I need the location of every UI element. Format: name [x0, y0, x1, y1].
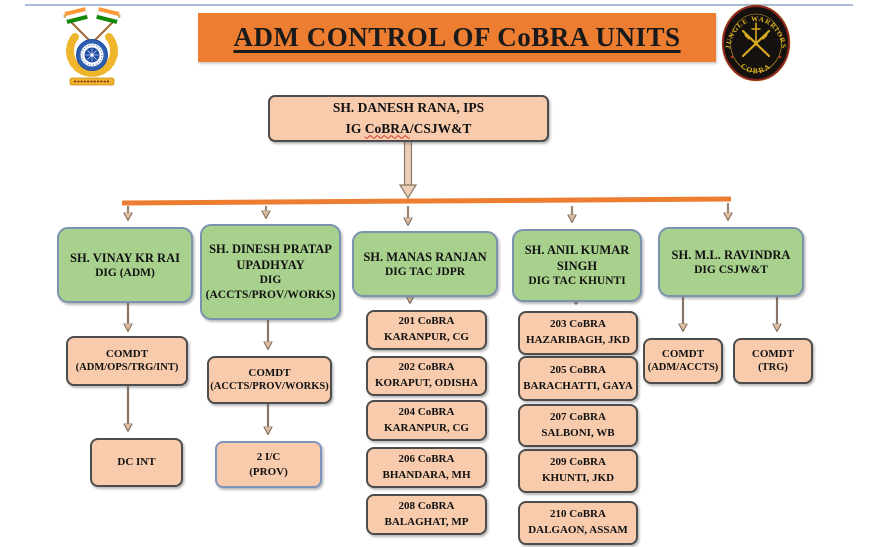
- badge-bottom-text: COBRA: [739, 61, 771, 75]
- unit-box-201: 201 CoBRA KARANPUR, CG: [366, 310, 487, 350]
- unit-box-206: 206 CoBRA BHANDARA, MH: [366, 447, 487, 488]
- comdt-adm-accts-box: COMDT (ADM/ACCTS): [643, 338, 723, 384]
- unit-box-208: 208 CoBRA BALAGHAT, MP: [366, 494, 487, 535]
- svg-text:COBRA: COBRA: [739, 61, 773, 75]
- crossed-rifles-icon: [741, 22, 771, 58]
- unit-box-210: 210 CoBRA DALGAON, ASSAM: [518, 501, 638, 545]
- comdt-trg-box: COMDT (TRG): [733, 338, 813, 384]
- crossed-flags-icon: [63, 7, 121, 44]
- unit-box-205: 205 CoBRA BARACHATTI, GAYA: [518, 356, 638, 401]
- unit-box-204: 204 CoBRA KARANPUR, CG: [366, 400, 487, 441]
- cobra-badge-logo: JUNGLE WARRIORS COBRA: [721, 4, 791, 82]
- branch-head-vinay: SH. VINAY KR RAI DIG (ADM): [57, 227, 193, 303]
- root-role: IG CoBRA/CSJW&T: [345, 120, 472, 136]
- top-divider-line: [25, 4, 853, 6]
- title-banner: ADM CONTROL OF CoBRA UNITS: [198, 13, 716, 62]
- crpf-emblem-logo: [63, 7, 121, 86]
- unit-box-203: 203 CoBRA HAZARIBAGH, JKD: [518, 311, 638, 355]
- unit-box-207: 207 CoBRA SALBONI, WB: [518, 404, 638, 447]
- root-name: SH. DANESH RANA, IPS: [332, 99, 485, 115]
- 2ic-prov-box: 2 I/C (PROV): [215, 441, 322, 488]
- root-arrow: [398, 138, 418, 200]
- branch-head-ravindra: SH. M.L. RAVINDRA DIG CSJW&T: [658, 227, 804, 297]
- org-crossbar-line: [121, 196, 732, 206]
- dc-int-box: DC INT: [90, 438, 183, 487]
- page-title: ADM CONTROL OF CoBRA UNITS: [233, 22, 681, 52]
- chakra-disc-icon: [76, 39, 108, 71]
- branch-drop-arrows: [128, 203, 728, 225]
- wreath-icon: [66, 33, 118, 77]
- comdt-accts-prov-works-box: COMDT (ACCTS/PROV/WORKS): [207, 356, 332, 404]
- scroll-banner-icon: [69, 77, 115, 86]
- unit-box-202: 202 CoBRA KORAPUT, ODISHA: [366, 356, 487, 396]
- root-box: SH. DANESH RANA, IPS IG CoBRA/CSJW&T: [268, 95, 549, 142]
- branch-head-dinesh: SH. DINESH PRATAP UPADHYAY DIG (ACCTS/PR…: [200, 224, 341, 320]
- unit-box-209: 209 CoBRA KHUNTI, JKD: [518, 449, 638, 493]
- branch-head-anil: SH. ANIL KUMAR SINGH DIG TAC KHUNTI: [512, 229, 642, 302]
- branch-head-manas: SH. MANAS RANJAN DIG TAC JDPR: [352, 231, 498, 297]
- comdt-adm-ops-trg-int-box: COMDT (ADM/OPS/TRG/INT): [66, 336, 188, 386]
